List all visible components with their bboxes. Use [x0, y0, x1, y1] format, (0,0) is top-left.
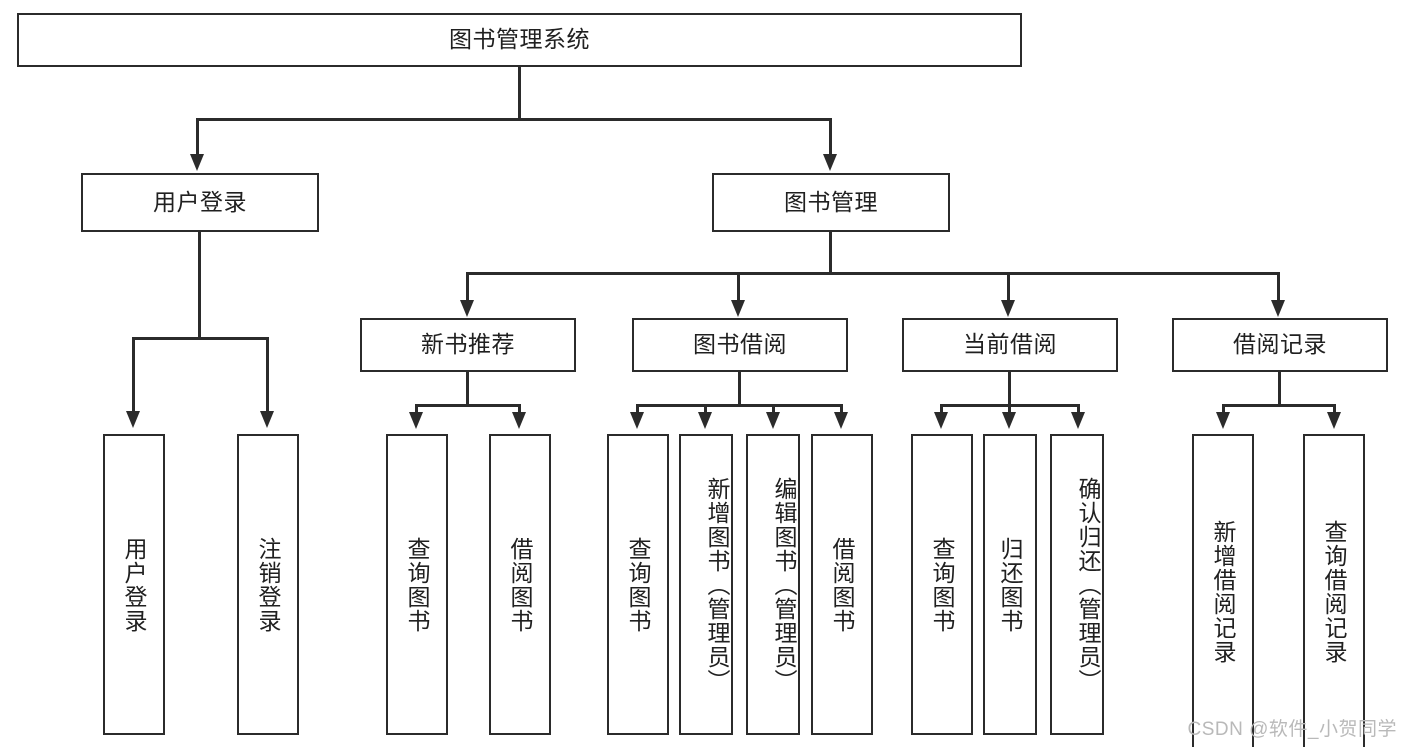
node-book-borrow[interactable]: 图书借阅	[632, 318, 848, 372]
leaf-new-book-1[interactable]: 借阅图书	[489, 434, 551, 735]
node-current-borrow-label: 当前借阅	[963, 331, 1057, 358]
leaf-label: 用户登录	[121, 536, 148, 633]
edge-current-borrow-to-leaf-0	[940, 404, 943, 416]
arrow-current-borrow-to-leaf-1	[1002, 412, 1016, 429]
leaf-current-borrow-0[interactable]: 查询图书	[911, 434, 973, 735]
leaf-label: 注销登录	[255, 536, 282, 633]
edge-new-book-stem	[466, 372, 469, 406]
edge-book-mgmt-bus	[466, 272, 1280, 275]
leaf-book-borrow-3[interactable]: 借阅图书	[811, 434, 873, 735]
leaf-current-borrow-1[interactable]: 归还图书	[983, 434, 1037, 735]
arrow-book-borrow-to-leaf-0	[630, 412, 644, 429]
node-current-borrow[interactable]: 当前借阅	[902, 318, 1118, 372]
arrow-book-mgmt-to-current-borrow	[1001, 300, 1015, 317]
leaf-label: 查询借阅记录	[1321, 520, 1348, 664]
leaf-label: 查询图书	[929, 536, 956, 633]
edge-book-mgmt-to-borrow-record	[1277, 272, 1280, 304]
leaf-label: 借阅图书	[507, 536, 534, 633]
arrow-book-mgmt-to-new-book	[460, 300, 474, 317]
leaf-user-login-0[interactable]: 用户登录	[103, 434, 165, 735]
edge-book-mgmt-stem	[829, 232, 832, 274]
edge-book-mgmt-to-new-book	[466, 272, 469, 304]
leaf-book-borrow-0[interactable]: 查询图书	[607, 434, 669, 735]
node-new-book-recommend[interactable]: 新书推荐	[360, 318, 576, 372]
edge-user-login-to-leaf-0	[132, 337, 135, 415]
leaf-label: 新增图书（管理员）	[704, 476, 730, 693]
leaf-label: 确认归还（管理员）	[1075, 476, 1101, 693]
arrow-borrow-record-to-leaf-1	[1327, 412, 1341, 429]
edge-book-borrow-to-leaf-0	[636, 404, 639, 416]
edge-new-book-bus	[415, 404, 521, 407]
arrow-root-to-user-login	[190, 154, 204, 171]
leaf-user-login-1[interactable]: 注销登录	[237, 434, 299, 735]
node-new-book-recommend-label: 新书推荐	[421, 331, 515, 358]
leaf-current-borrow-2[interactable]: 确认归还（管理员）	[1050, 434, 1104, 735]
arrow-user-login-to-leaf-1	[260, 411, 274, 428]
edge-book-borrow-to-leaf-2	[772, 404, 775, 416]
edge-borrow-record-to-leaf-1	[1333, 404, 1336, 416]
arrow-book-borrow-to-leaf-3	[834, 412, 848, 429]
node-borrow-record[interactable]: 借阅记录	[1172, 318, 1388, 372]
edge-current-borrow-to-leaf-1	[1008, 404, 1011, 416]
leaf-label: 借阅图书	[829, 536, 856, 633]
arrow-borrow-record-to-leaf-0	[1216, 412, 1230, 429]
arrow-new-book-to-leaf-0	[409, 412, 423, 429]
edge-book-borrow-stem	[738, 372, 741, 406]
arrow-new-book-to-leaf-1	[512, 412, 526, 429]
edge-borrow-record-stem	[1278, 372, 1281, 406]
edge-user-login-stem	[198, 232, 201, 339]
edge-borrow-record-bus	[1222, 404, 1336, 407]
arrow-book-mgmt-to-book-borrow	[731, 300, 745, 317]
node-user-login[interactable]: 用户登录	[81, 173, 319, 232]
node-root[interactable]: 图书管理系统	[17, 13, 1022, 67]
leaf-new-book-0[interactable]: 查询图书	[386, 434, 448, 735]
edge-book-borrow-to-leaf-3	[840, 404, 843, 416]
leaf-label: 查询图书	[625, 536, 652, 633]
leaf-book-borrow-2[interactable]: 编辑图书（管理员）	[746, 434, 800, 735]
arrow-book-borrow-to-leaf-1	[698, 412, 712, 429]
node-book-management[interactable]: 图书管理	[712, 173, 950, 232]
edge-book-borrow-to-leaf-1	[704, 404, 707, 416]
leaf-label: 编辑图书（管理员）	[771, 476, 797, 693]
edge-book-borrow-bus	[636, 404, 843, 407]
leaf-label: 查询图书	[404, 536, 431, 633]
leaf-book-borrow-1[interactable]: 新增图书（管理员）	[679, 434, 733, 735]
arrow-book-borrow-to-leaf-2	[766, 412, 780, 429]
edge-new-book-to-leaf-1	[518, 404, 521, 416]
node-book-borrow-label: 图书借阅	[693, 331, 787, 358]
edge-user-login-to-leaf-1	[266, 337, 269, 415]
edge-root-to-book-mgmt	[829, 118, 832, 158]
arrow-current-borrow-to-leaf-2	[1071, 412, 1085, 429]
edge-user-login-bus	[132, 337, 269, 340]
node-root-label: 图书管理系统	[449, 26, 590, 53]
node-book-management-label: 图书管理	[784, 188, 878, 215]
edge-current-borrow-to-leaf-2	[1077, 404, 1080, 416]
edge-root-bus	[196, 118, 832, 121]
edge-new-book-to-leaf-0	[415, 404, 418, 416]
leaf-label: 归还图书	[997, 536, 1024, 633]
arrow-book-mgmt-to-borrow-record	[1271, 300, 1285, 317]
edge-root-to-user-login	[196, 118, 199, 158]
leaf-label: 新增借阅记录	[1210, 520, 1237, 664]
arrow-root-to-book-mgmt	[823, 154, 837, 171]
node-user-login-label: 用户登录	[153, 188, 247, 215]
node-borrow-record-label: 借阅记录	[1233, 331, 1327, 358]
edge-current-borrow-stem	[1008, 372, 1011, 406]
edge-book-mgmt-to-current-borrow	[1007, 272, 1010, 304]
edge-borrow-record-to-leaf-0	[1222, 404, 1225, 416]
leaf-borrow-record-0[interactable]: 新增借阅记录	[1192, 434, 1254, 747]
leaf-borrow-record-1[interactable]: 查询借阅记录	[1303, 434, 1365, 747]
arrow-user-login-to-leaf-0	[126, 411, 140, 428]
arrow-current-borrow-to-leaf-0	[934, 412, 948, 429]
edge-root-stem	[518, 67, 521, 120]
edge-book-mgmt-to-book-borrow	[737, 272, 740, 304]
